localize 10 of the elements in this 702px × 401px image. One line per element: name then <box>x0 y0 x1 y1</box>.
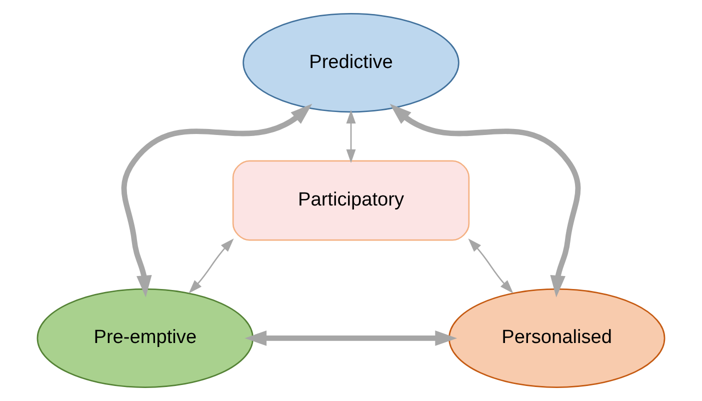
node-ellipse: Predictive <box>242 13 460 113</box>
arrow <box>390 104 581 298</box>
arrow <box>346 110 356 164</box>
node-ellipse: Personalised <box>448 288 666 388</box>
arrow <box>244 330 458 346</box>
arrow <box>121 104 312 298</box>
node-box: Participatory <box>232 160 470 241</box>
arrow <box>468 238 514 294</box>
node-ellipse: Pre-emptive <box>36 288 254 388</box>
arrow <box>188 238 234 294</box>
